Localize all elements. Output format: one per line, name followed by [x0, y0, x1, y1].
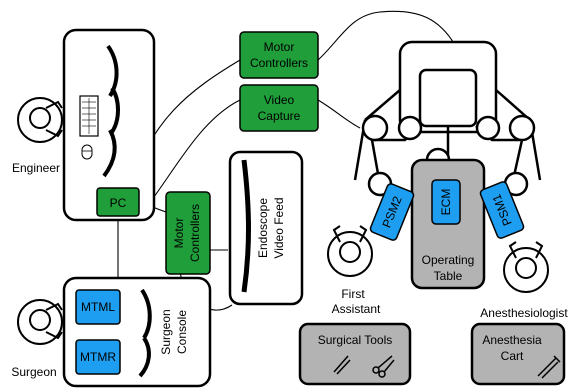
surgeon-console-label-1: Surgeon [159, 309, 173, 354]
robot-arms [353, 40, 542, 197]
surgeon-console-label-2: Console [175, 310, 189, 354]
anesthesia-cart-box [470, 322, 566, 386]
operating-table-label-2: Table [434, 269, 463, 283]
endoscope-label-2: Video Feed [272, 197, 286, 258]
motor-controllers-top-box [239, 31, 319, 79]
video-capture-label-2: Capture [258, 109, 301, 123]
engineer-workstation [62, 28, 156, 222]
motor-controllers-top-label-1: Motor [264, 40, 295, 54]
pc-box [96, 187, 140, 217]
wire-motor-robot [317, 10, 456, 61]
psm1-group: PSM1 [479, 181, 525, 239]
surgical-tools-box [298, 322, 412, 386]
engineer-label: Engineer [12, 161, 60, 175]
mtmr-box [75, 339, 121, 375]
scissors-icon [372, 355, 395, 378]
surgical-tools-label: Surgical Tools [318, 333, 392, 347]
video-capture-label-1: Video [264, 93, 295, 107]
first-assistant-label-1: First [341, 287, 365, 301]
endoscope-screen [241, 159, 251, 293]
forceps-icon [333, 355, 351, 375]
anesthesia-cart-label-2: Cart [501, 349, 524, 363]
mtmr-label: MTMR [80, 350, 116, 364]
motor-controllers-left-box [165, 191, 211, 275]
ecm-label: ECM [439, 189, 453, 216]
surgeon-label: Surgeon [11, 365, 56, 379]
anesthesiologist-person-icon [503, 241, 549, 293]
wire-video-robot [317, 99, 361, 129]
mouse-icon [81, 144, 93, 160]
wire-pc-video [147, 99, 241, 206]
engineer-person-icon [17, 97, 63, 143]
pc-label: PC [110, 196, 127, 210]
mtml-box [75, 289, 121, 325]
ecm-group: ECM [431, 179, 461, 225]
video-capture-box [239, 84, 319, 132]
anesthesia-cart-label-1: Anesthesia [482, 333, 542, 347]
endoscope-label-1: Endoscope [256, 198, 270, 258]
operating-table-label-1: Operating [422, 253, 475, 267]
motor-controllers-left-label-1: Motor [172, 218, 186, 249]
psm2-group: PSM2 [369, 183, 415, 241]
motor-controllers-left-label-2: Controllers [188, 204, 202, 262]
syringe-icon [537, 355, 561, 379]
first-assistant-person-icon [327, 225, 373, 277]
anesthesiologist-label: Anesthesiologist [480, 306, 568, 320]
mtml-label: MTML [81, 300, 115, 314]
first-assistant-label-2: Assistant [332, 302, 381, 316]
surgeon-person-icon [17, 299, 63, 345]
motor-controllers-top-label-2: Controllers [250, 56, 308, 70]
